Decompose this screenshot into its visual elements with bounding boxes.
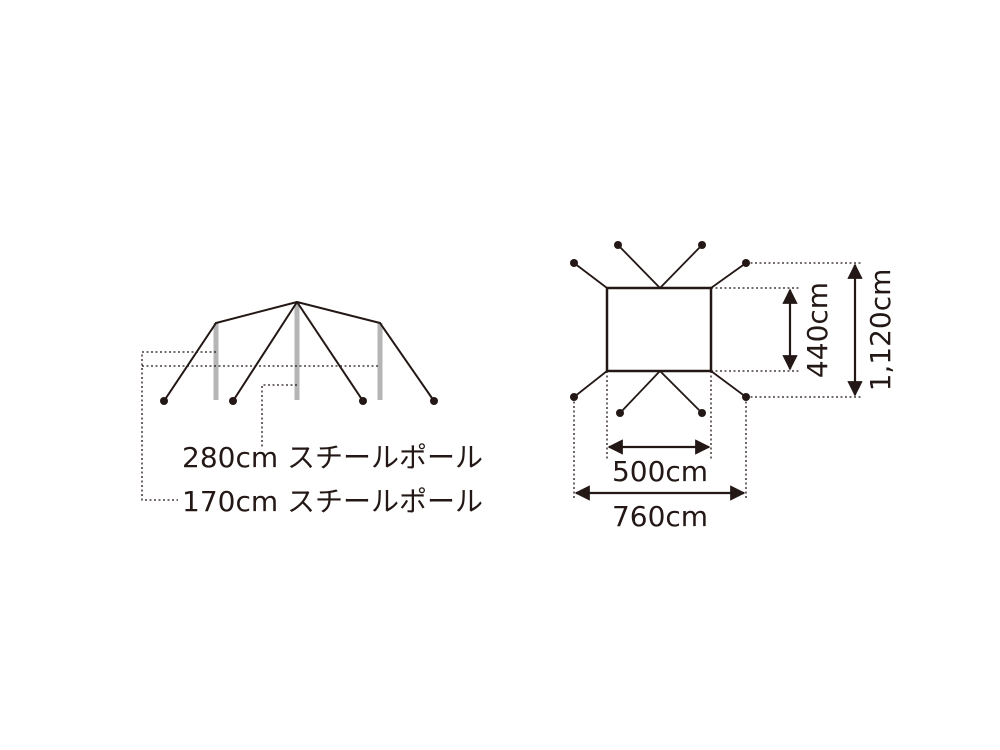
guy-line	[659, 370, 703, 414]
guy-line	[710, 262, 747, 289]
top-stakes	[570, 241, 750, 417]
guy-line	[296, 301, 364, 402]
guy-line	[659, 244, 703, 289]
stakes	[160, 397, 438, 405]
stake-dot	[160, 397, 168, 405]
stake-dot	[616, 409, 624, 417]
dimension-arrows	[574, 263, 863, 501]
leader-280cm	[261, 384, 297, 447]
top-view: 500cm 760cm 440cm 1,120cm	[570, 241, 897, 533]
stake-dot	[359, 397, 367, 405]
guy-line	[573, 370, 608, 398]
stake-dot	[570, 259, 578, 267]
tarp-outline	[163, 301, 435, 402]
guy-line	[710, 370, 747, 398]
guy-line	[617, 244, 661, 289]
leader-170cm	[141, 351, 216, 501]
tarp-footprint	[605, 286, 713, 373]
stake-dot	[614, 241, 622, 249]
pole-label-170cm: 170cm スチールポール	[182, 485, 483, 518]
stake-dot	[698, 241, 706, 249]
guy-line	[619, 370, 661, 414]
top-guy-lines	[573, 244, 747, 414]
stake-dot	[229, 397, 237, 405]
dim-label-500cm: 500cm	[612, 455, 708, 488]
guy-line	[573, 262, 608, 289]
dim-label-1120cm: 1,120cm	[864, 269, 897, 392]
guy-line	[163, 322, 217, 402]
stake-dot	[430, 397, 438, 405]
dim-label-760cm: 760cm	[612, 500, 708, 533]
pole-label-280cm: 280cm スチールポール	[182, 441, 483, 474]
extension-lines	[573, 262, 862, 500]
side-view: 280cm スチールポール 170cm スチールポール	[141, 301, 483, 518]
stake-dot	[698, 409, 706, 417]
guy-line	[232, 301, 298, 402]
dim-label-440cm: 440cm	[801, 282, 834, 378]
guy-line	[379, 322, 435, 402]
steel-poles	[213, 302, 383, 400]
